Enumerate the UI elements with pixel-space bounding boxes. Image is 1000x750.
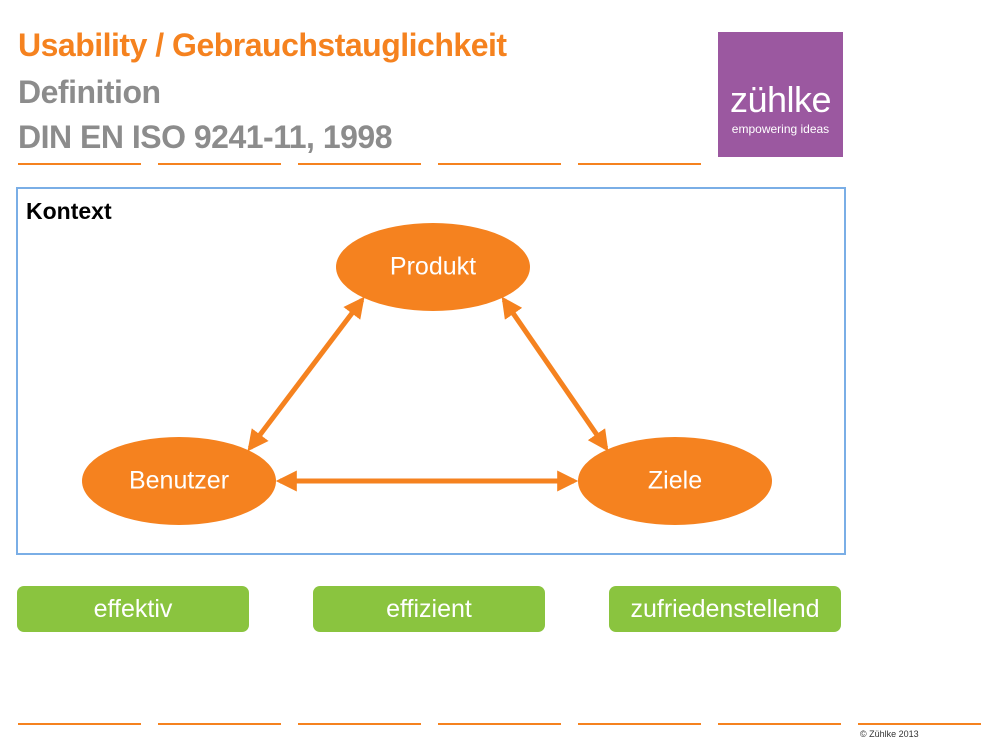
node-label-ziele: Ziele xyxy=(647,466,703,495)
footer-divider xyxy=(158,723,281,725)
header-divider xyxy=(18,163,141,165)
footer-divider xyxy=(718,723,841,725)
zuehlke-logo: zühlke empowering ideas xyxy=(718,32,843,157)
criterion-effektiv: effektiv xyxy=(17,586,249,632)
logo-brand: zühlke xyxy=(729,79,832,120)
context-label: Kontext xyxy=(26,198,112,224)
node-benutzer xyxy=(82,437,276,525)
header-divider xyxy=(438,163,561,165)
criterion-effizient: effizient xyxy=(313,586,545,632)
footer-divider xyxy=(298,723,421,725)
arrow-produkt-ziele xyxy=(501,296,609,452)
footer-divider xyxy=(858,723,981,725)
node-label-benutzer: Benutzer xyxy=(128,466,230,495)
standard-reference: DIN EN ISO 9241-11, 1998 xyxy=(18,119,393,155)
logo-tagline: empowering ideas xyxy=(731,122,830,136)
footer-divider xyxy=(438,723,561,725)
node-produkt xyxy=(336,223,530,311)
criterion-zufriedenstellend: zufriedenstellend xyxy=(609,586,841,632)
copyright-notice: © Zühlke 2013 xyxy=(860,729,919,739)
footer-divider xyxy=(18,723,141,725)
node-label-produkt: Produkt xyxy=(389,252,477,281)
page-subtitle: Definition xyxy=(18,74,161,110)
arrow-produkt-benutzer xyxy=(247,296,365,452)
page-title: Usability / Gebrauchstauglichkeit xyxy=(18,27,507,63)
header-divider xyxy=(158,163,281,165)
footer-divider xyxy=(578,723,701,725)
header-divider xyxy=(578,163,701,165)
node-ziele xyxy=(578,437,772,525)
header-divider xyxy=(298,163,421,165)
